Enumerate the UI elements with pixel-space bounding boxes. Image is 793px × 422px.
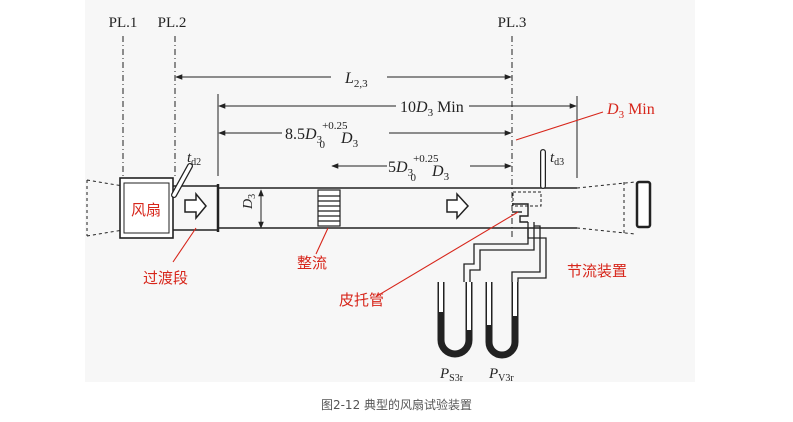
fan-label: 风扇 — [131, 201, 161, 219]
flow-arrow-2 — [446, 192, 470, 220]
throttle-label: 节流装置 — [567, 262, 627, 280]
main-duct — [218, 187, 577, 229]
leader-straightener — [315, 227, 329, 255]
td3-label: td3 — [550, 150, 564, 168]
fan-housing — [119, 177, 174, 239]
figure-background — [85, 0, 695, 382]
throttle-plate — [635, 180, 652, 229]
pitot-label: 皮托管 — [339, 291, 384, 309]
leader-transition — [172, 227, 197, 263]
pl3-label: PL.3 — [498, 15, 527, 31]
pl2-label: PL.2 — [158, 15, 187, 31]
flow-arrow-1 — [184, 191, 207, 221]
figure-caption: 图2-12 典型的风扇试验装置 — [320, 398, 473, 412]
pl1-label: PL.1 — [109, 15, 138, 31]
pressure-tubing — [463, 222, 547, 282]
td2-label: td2 — [187, 150, 201, 168]
dim-10d3-text: 10D3 Min — [400, 99, 464, 119]
throttle-outlet — [576, 181, 636, 235]
leader-d3-min — [515, 111, 604, 141]
manometer-static — [437, 282, 473, 358]
pitot-tube — [512, 203, 529, 223]
leader-pitot — [376, 211, 519, 297]
manometer-velocity — [485, 282, 519, 359]
flow-straightener — [317, 189, 341, 227]
td2-probe — [171, 163, 193, 198]
transition-label: 过渡段 — [143, 269, 188, 287]
d3-dim-text: D3 — [241, 194, 258, 210]
straightener-label: 整流 — [297, 254, 327, 272]
pitot-traverse — [512, 191, 542, 207]
inlet-bell — [86, 179, 124, 237]
ps3r-label: PS3r — [439, 366, 464, 382]
dim-l23-text: L2,3 — [344, 70, 368, 90]
pv3r-label: PV3r — [488, 366, 514, 382]
d3-min-label: D3 Min — [606, 101, 655, 121]
